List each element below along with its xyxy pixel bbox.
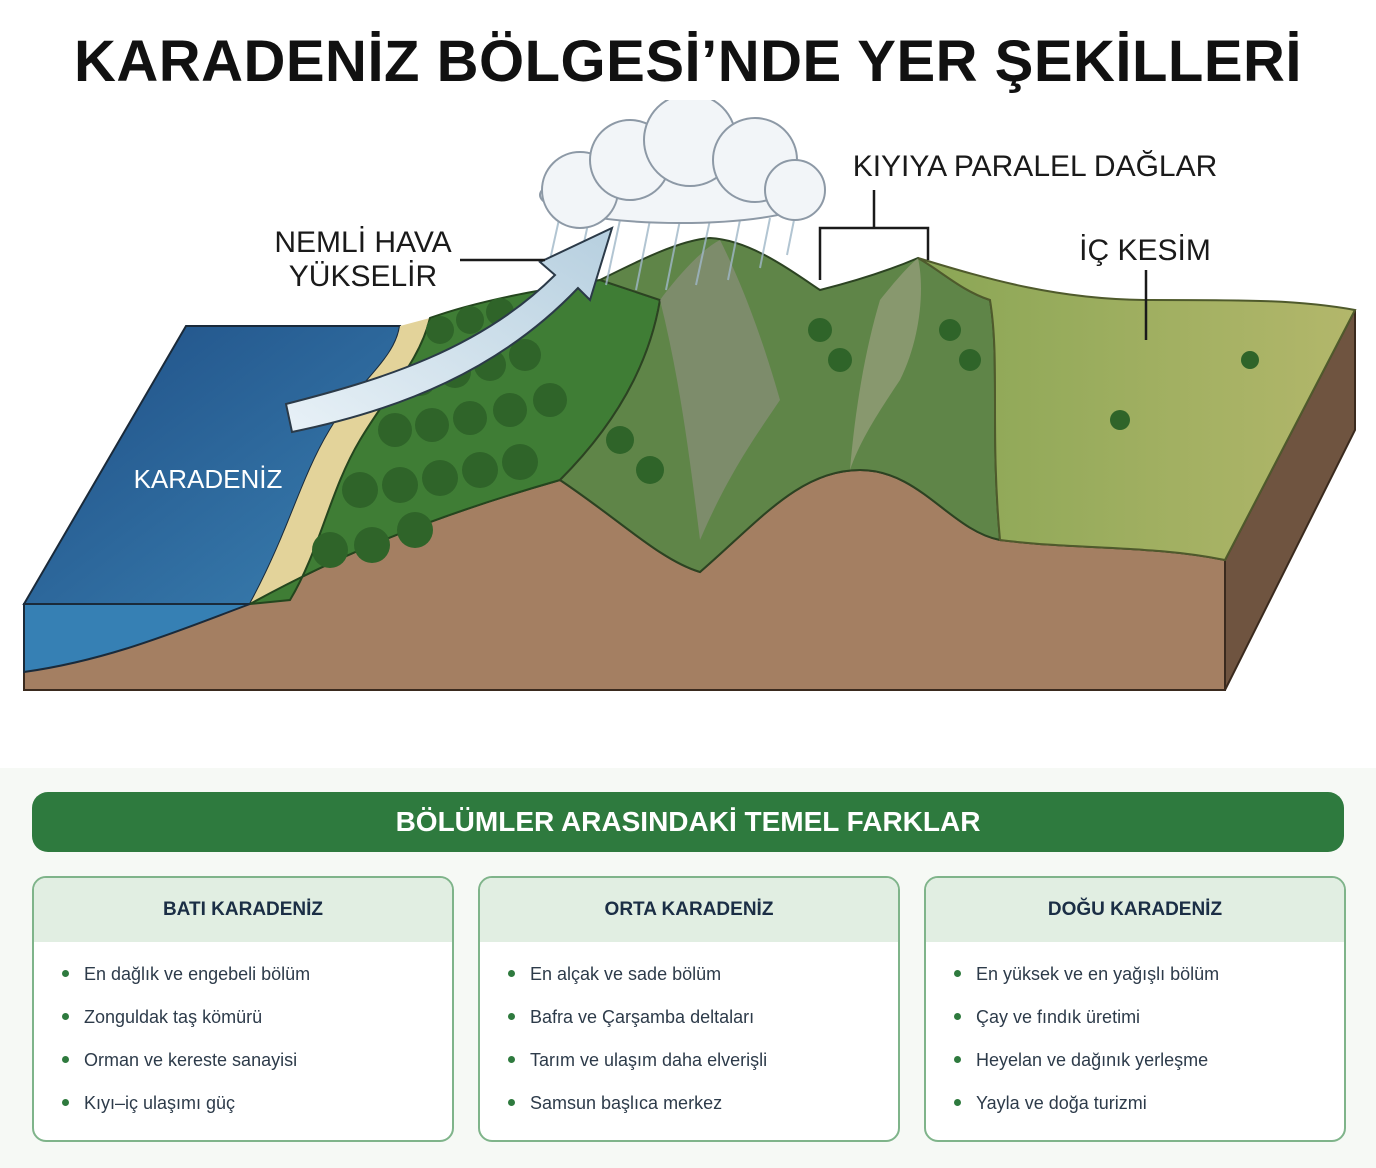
rain-cloud-icon: [539, 93, 826, 229]
card-title: DOĞU KARADENİZ: [926, 878, 1344, 942]
card-list: En alçak ve sade bölüm Bafra ve Çarşamba…: [480, 942, 898, 1132]
page-title: KARADENİZ BÖLGESİ’NDE YER ŞEKİLLERİ: [73, 29, 1303, 94]
list-item: Zonguldak taş kömürü: [62, 1003, 452, 1046]
rocky-ridge-east: [850, 258, 921, 470]
comparison-banner: BÖLÜMLER ARASINDAKİ TEMEL FARKLAR: [32, 792, 1344, 852]
moist-air-label-line2: YÜKSELİR: [288, 260, 438, 293]
sea-label: KARADENİZ: [133, 464, 283, 494]
rain-streaks: [549, 214, 796, 291]
moist-air-label-line1: NEMLİ HAVA: [274, 226, 452, 259]
list-item: En alçak ve sade bölüm: [508, 960, 898, 1003]
comparison-panel: BÖLÜMLER ARASINDAKİ TEMEL FARKLAR BATI K…: [0, 768, 1376, 1168]
interior-plateau: [917, 257, 1357, 562]
card-west-black-sea: BATI KARADENİZ En dağlık ve engebeli böl…: [32, 876, 454, 1142]
list-item: Heyelan ve dağınık yerleşme: [954, 1046, 1344, 1089]
card-central-black-sea: ORTA KARADENİZ En alçak ve sade bölüm Ba…: [478, 876, 900, 1142]
list-item: En dağlık ve engebeli bölüm: [62, 960, 452, 1003]
sea-surface: [22, 325, 402, 605]
card-title: ORTA KARADENİZ: [480, 878, 898, 942]
card-list: En yüksek ve en yağışlı bölüm Çay ve fın…: [926, 942, 1344, 1132]
list-item: En yüksek ve en yağışlı bölüm: [954, 960, 1344, 1003]
mountains-bracket: [818, 190, 930, 280]
list-item: Tarım ve ulaşım daha elverişli: [508, 1046, 898, 1089]
card-east-black-sea: DOĞU KARADENİZ En yüksek ve en yağışlı b…: [924, 876, 1346, 1142]
list-item: Yayla ve doğa turizmi: [954, 1089, 1344, 1132]
list-item: Kıyı–iç ulaşımı güç: [62, 1089, 452, 1132]
card-title: BATI KARADENİZ: [34, 878, 452, 942]
moist-air-arrow: [284, 226, 614, 434]
list-item: Samsun başlıca merkez: [508, 1089, 898, 1132]
list-item: Orman ve kereste sanayisi: [62, 1046, 452, 1089]
rocky-ridge: [660, 240, 780, 540]
list-item: Çay ve fındık üretimi: [954, 1003, 1344, 1046]
card-list: En dağlık ve engebeli bölüm Zonguldak ta…: [34, 942, 452, 1132]
interior-label: İÇ KESİM: [1079, 234, 1211, 267]
sea-front-face: [23, 603, 251, 674]
block-diagram-illustration: [22, 93, 1357, 691]
list-item: Bafra ve Çarşamba deltaları: [508, 1003, 898, 1046]
parallel-mountains-label: KIYIYA PARALEL DAĞLAR: [852, 150, 1218, 183]
moist-air-label: NEMLİ HAVA YÜKSELİR: [268, 226, 458, 294]
landform-block-diagram: KARADENİZ NEMLİ HAVA YÜKSELİR KIYIYA PAR…: [0, 93, 1376, 740]
